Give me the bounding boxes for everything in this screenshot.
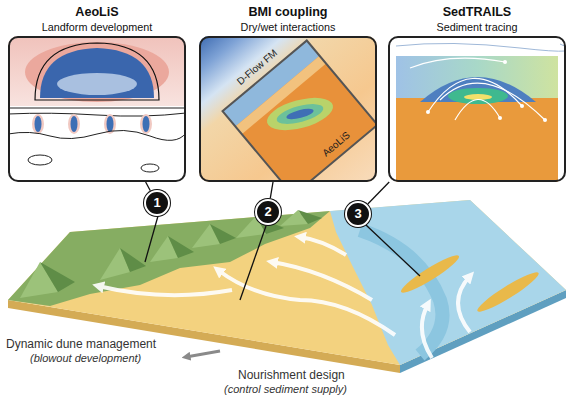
blowout-floor [57, 73, 137, 95]
particle [543, 118, 547, 122]
deposit-zone [68, 114, 80, 134]
application-label: Dynamic dune management [6, 337, 156, 351]
contour-line [35, 43, 159, 100]
application-note: (blowout development) [30, 352, 141, 364]
dune-blob [275, 100, 326, 128]
trajectory [440, 83, 545, 120]
trajectory [455, 99, 500, 120]
panel-frame [388, 36, 566, 182]
sediment-flow [272, 262, 372, 300]
panel-subtitle: Landform development [8, 20, 186, 35]
erosion-spot [143, 116, 150, 132]
particle [426, 110, 430, 114]
leader-connector [146, 182, 151, 191]
erosion-zone [25, 42, 169, 102]
panel-frame [8, 36, 186, 182]
application-note: (control sediment supply) [224, 383, 347, 395]
sediment-flow [218, 270, 395, 335]
sediment-flow [458, 276, 470, 332]
callout-circle: 3 [345, 201, 371, 227]
leader-line [145, 216, 158, 262]
panel-frame [199, 36, 377, 182]
callout-number: 3 [354, 207, 361, 221]
contour-line [28, 155, 52, 165]
erosion-field [8, 36, 186, 106]
sediment-flow [422, 304, 432, 358]
trajectory [396, 43, 566, 51]
beach-field [396, 98, 558, 182]
aeolis-map [8, 36, 186, 182]
application-label: Nourishment design [238, 368, 345, 382]
panel-node: SedTRAILSSediment tracing [388, 2, 566, 182]
sediment-flow [98, 286, 232, 295]
deposit-zone [140, 114, 152, 134]
dune-shade [120, 248, 146, 272]
shoal-core [448, 88, 508, 104]
direction-arrow [186, 351, 220, 357]
sea-water [330, 200, 566, 365]
dune-shade [210, 224, 236, 244]
contour-line [8, 130, 186, 140]
panel-subtitle: Dry/wet interactions [199, 20, 377, 35]
sandbar [398, 251, 462, 297]
map-ground [388, 36, 566, 182]
erosion-spot [35, 116, 42, 132]
sediment-flow [300, 237, 346, 255]
panel-node: BMI couplingDry/wet interactions [199, 2, 377, 182]
tidal-channel [360, 230, 443, 355]
leader-connector [368, 182, 389, 204]
trajectory [410, 58, 505, 68]
deposit-zone [32, 114, 44, 134]
dune-shade [168, 236, 194, 258]
callout-circle: 1 [144, 190, 170, 216]
domain-fill [223, 41, 377, 182]
panel-node: AeoLiSLandform development [8, 2, 186, 182]
contour-line [8, 108, 186, 109]
dune-shade [40, 262, 75, 292]
dune-area [8, 211, 330, 306]
particle [503, 60, 507, 64]
aeolis-domain [223, 41, 377, 182]
panel-title: BMI coupling [199, 2, 377, 20]
panel-subtitle: Sediment tracing [388, 20, 566, 35]
sedtrails-map [388, 36, 566, 182]
callout-circle: 2 [255, 199, 281, 225]
coupling-map [199, 36, 377, 182]
particle [520, 104, 524, 108]
panel-title: SedTRAILS [388, 2, 566, 20]
erosion-spot [71, 116, 78, 132]
dune-shade [298, 210, 322, 224]
contour-line [141, 164, 159, 172]
erosion-spot [107, 116, 114, 132]
leader-line [240, 226, 266, 300]
panel-title: AeoLiS [8, 2, 186, 20]
leader-line [366, 225, 420, 276]
dune-blob [285, 107, 314, 122]
sandbar [474, 268, 541, 316]
dune-blob [264, 92, 337, 137]
map-ground [8, 36, 186, 182]
leader-connector [270, 182, 273, 198]
callout-number: 2 [264, 205, 271, 219]
domain-outline [223, 41, 377, 182]
particle [498, 116, 502, 120]
callout-number: 1 [153, 196, 160, 210]
blowout-shape [40, 48, 154, 98]
